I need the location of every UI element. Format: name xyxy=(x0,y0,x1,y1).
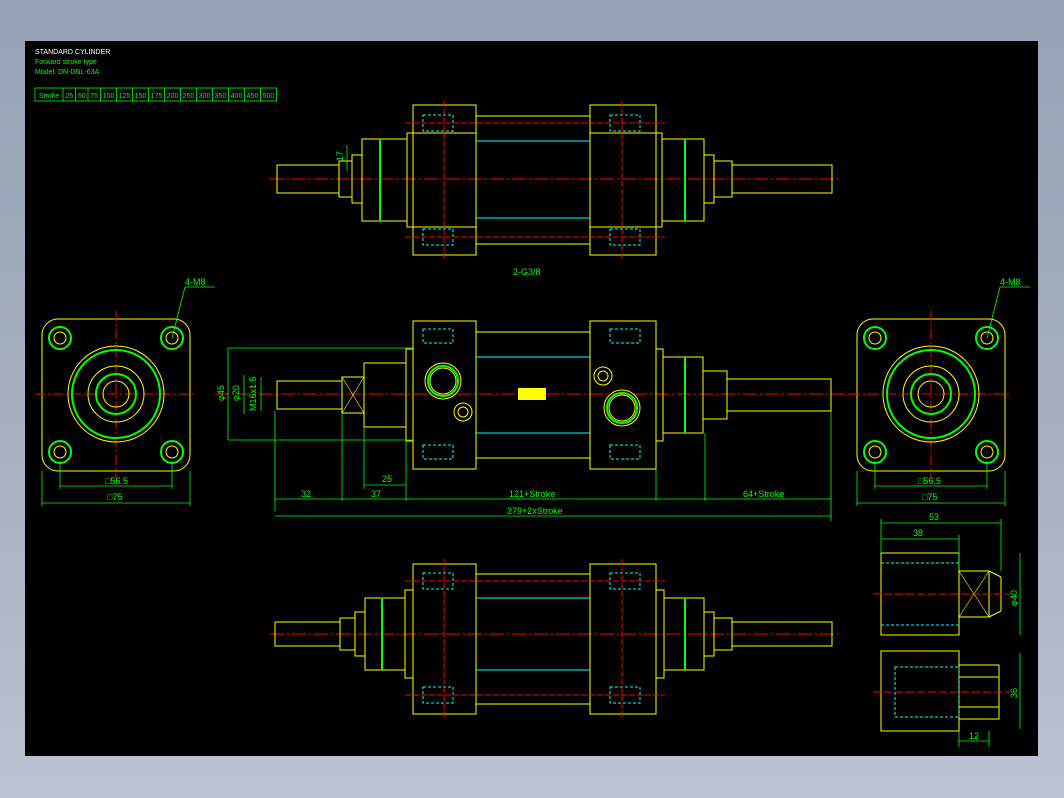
rod-end-dimensions xyxy=(880,519,1021,747)
stroke-table-cell: 50 xyxy=(78,93,86,100)
bottom-bolt-holes xyxy=(422,572,641,704)
stroke-table-cell: 125 xyxy=(119,93,131,100)
front-view xyxy=(215,320,855,521)
dim-20-label: φ20 xyxy=(231,385,241,401)
right-dim-75-label: □75 xyxy=(922,492,937,502)
top-view xyxy=(270,101,840,259)
stroke-table-frame xyxy=(34,87,277,102)
stroke-table-cell: 200 xyxy=(167,93,179,100)
bottom-right-head xyxy=(589,563,657,715)
drawing-title: STANDARD CYLINDER xyxy=(35,49,110,56)
left-end-view xyxy=(35,286,215,506)
port-label: 2-G3/8 xyxy=(513,267,541,277)
dim-121-label: 121+Stroke xyxy=(509,489,555,499)
top-left-rod xyxy=(276,164,340,194)
stroke-table-cell: 350 xyxy=(215,93,227,100)
top-right-head xyxy=(589,104,657,256)
front-ports xyxy=(424,362,641,427)
top-right-rod xyxy=(731,164,833,194)
front-left-rod xyxy=(276,380,343,410)
stroke-table-cell: 100 xyxy=(103,93,115,100)
front-dimensions xyxy=(227,347,832,521)
drawing-model: Model: DN-DNL-63A xyxy=(35,69,100,76)
bottom-right-rod xyxy=(731,621,833,647)
drawing-subtitle: Forward stroke type xyxy=(35,59,97,66)
stroke-table-cell: 25 xyxy=(65,93,73,100)
stroke-table-cell: 400 xyxy=(231,93,243,100)
bottom-view xyxy=(270,559,840,719)
stroke-table-cell: 300 xyxy=(199,93,211,100)
title-block: STANDARD CYLINDER Forward stroke type Mo… xyxy=(35,49,110,76)
stroke-table: Stroke 25 50 75 100 125 150 175 200 250 300 350 400 4… xyxy=(34,87,277,102)
dim-279-label: 279+2xStroke xyxy=(507,506,563,516)
bottom-barrel xyxy=(475,573,591,705)
dim-12-label: 12 xyxy=(969,731,979,741)
rod-end-side-body xyxy=(880,650,960,732)
dim-45-label: φ45 xyxy=(216,385,226,401)
top-bolt-holes xyxy=(422,114,641,246)
top-right-cap xyxy=(661,138,705,222)
left-dim-565-label: □56.5 xyxy=(105,476,128,486)
dim-37-label: 37 xyxy=(371,489,381,499)
stroke-table-cell: 450 xyxy=(247,93,259,100)
dim-53-label: 53 xyxy=(929,512,939,522)
front-bolt-holes xyxy=(422,328,641,460)
stroke-table-cell: 500 xyxy=(263,93,275,100)
stroke-table-cell: 250 xyxy=(183,93,195,100)
bottom-left-rod xyxy=(274,621,341,647)
stroke-table-cell: 175 xyxy=(151,93,163,100)
right-end-view xyxy=(850,286,1030,506)
right-thread-label: 4-M8 xyxy=(1000,277,1021,287)
stroke-table-cell: 150 xyxy=(135,93,147,100)
left-thread-label: 4-M8 xyxy=(185,277,206,287)
drawing-canvas[interactable]: STANDARD CYLINDER Forward stroke type Mo… xyxy=(25,41,1038,756)
dim-17-label: 17 xyxy=(335,151,345,161)
nameplate xyxy=(518,388,546,400)
dim-38-label: 38 xyxy=(913,528,923,538)
dim-m16-label: M16x1.5 xyxy=(248,376,258,411)
right-dim-565-label: □56.5 xyxy=(918,476,941,486)
front-right-rod xyxy=(726,378,832,412)
top-left-cap xyxy=(361,138,408,222)
dim-25-label: 25 xyxy=(382,474,392,484)
rod-end-detail xyxy=(873,519,1021,747)
dim-40-label: φ40 xyxy=(1009,590,1019,606)
dim-32-label: 32 xyxy=(301,489,311,499)
stroke-table-cell: 75 xyxy=(90,93,98,100)
stroke-table-header: Stroke xyxy=(39,93,59,100)
dim-36-label: 36 xyxy=(1009,688,1019,698)
left-dim-75-label: □75 xyxy=(107,492,122,502)
top-barrel xyxy=(475,115,591,245)
cylinder-drawing: STANDARD CYLINDER Forward stroke type Mo… xyxy=(34,49,1030,747)
dim-64-label: 64+Stroke xyxy=(743,489,784,499)
left-end-bolts xyxy=(48,326,184,464)
